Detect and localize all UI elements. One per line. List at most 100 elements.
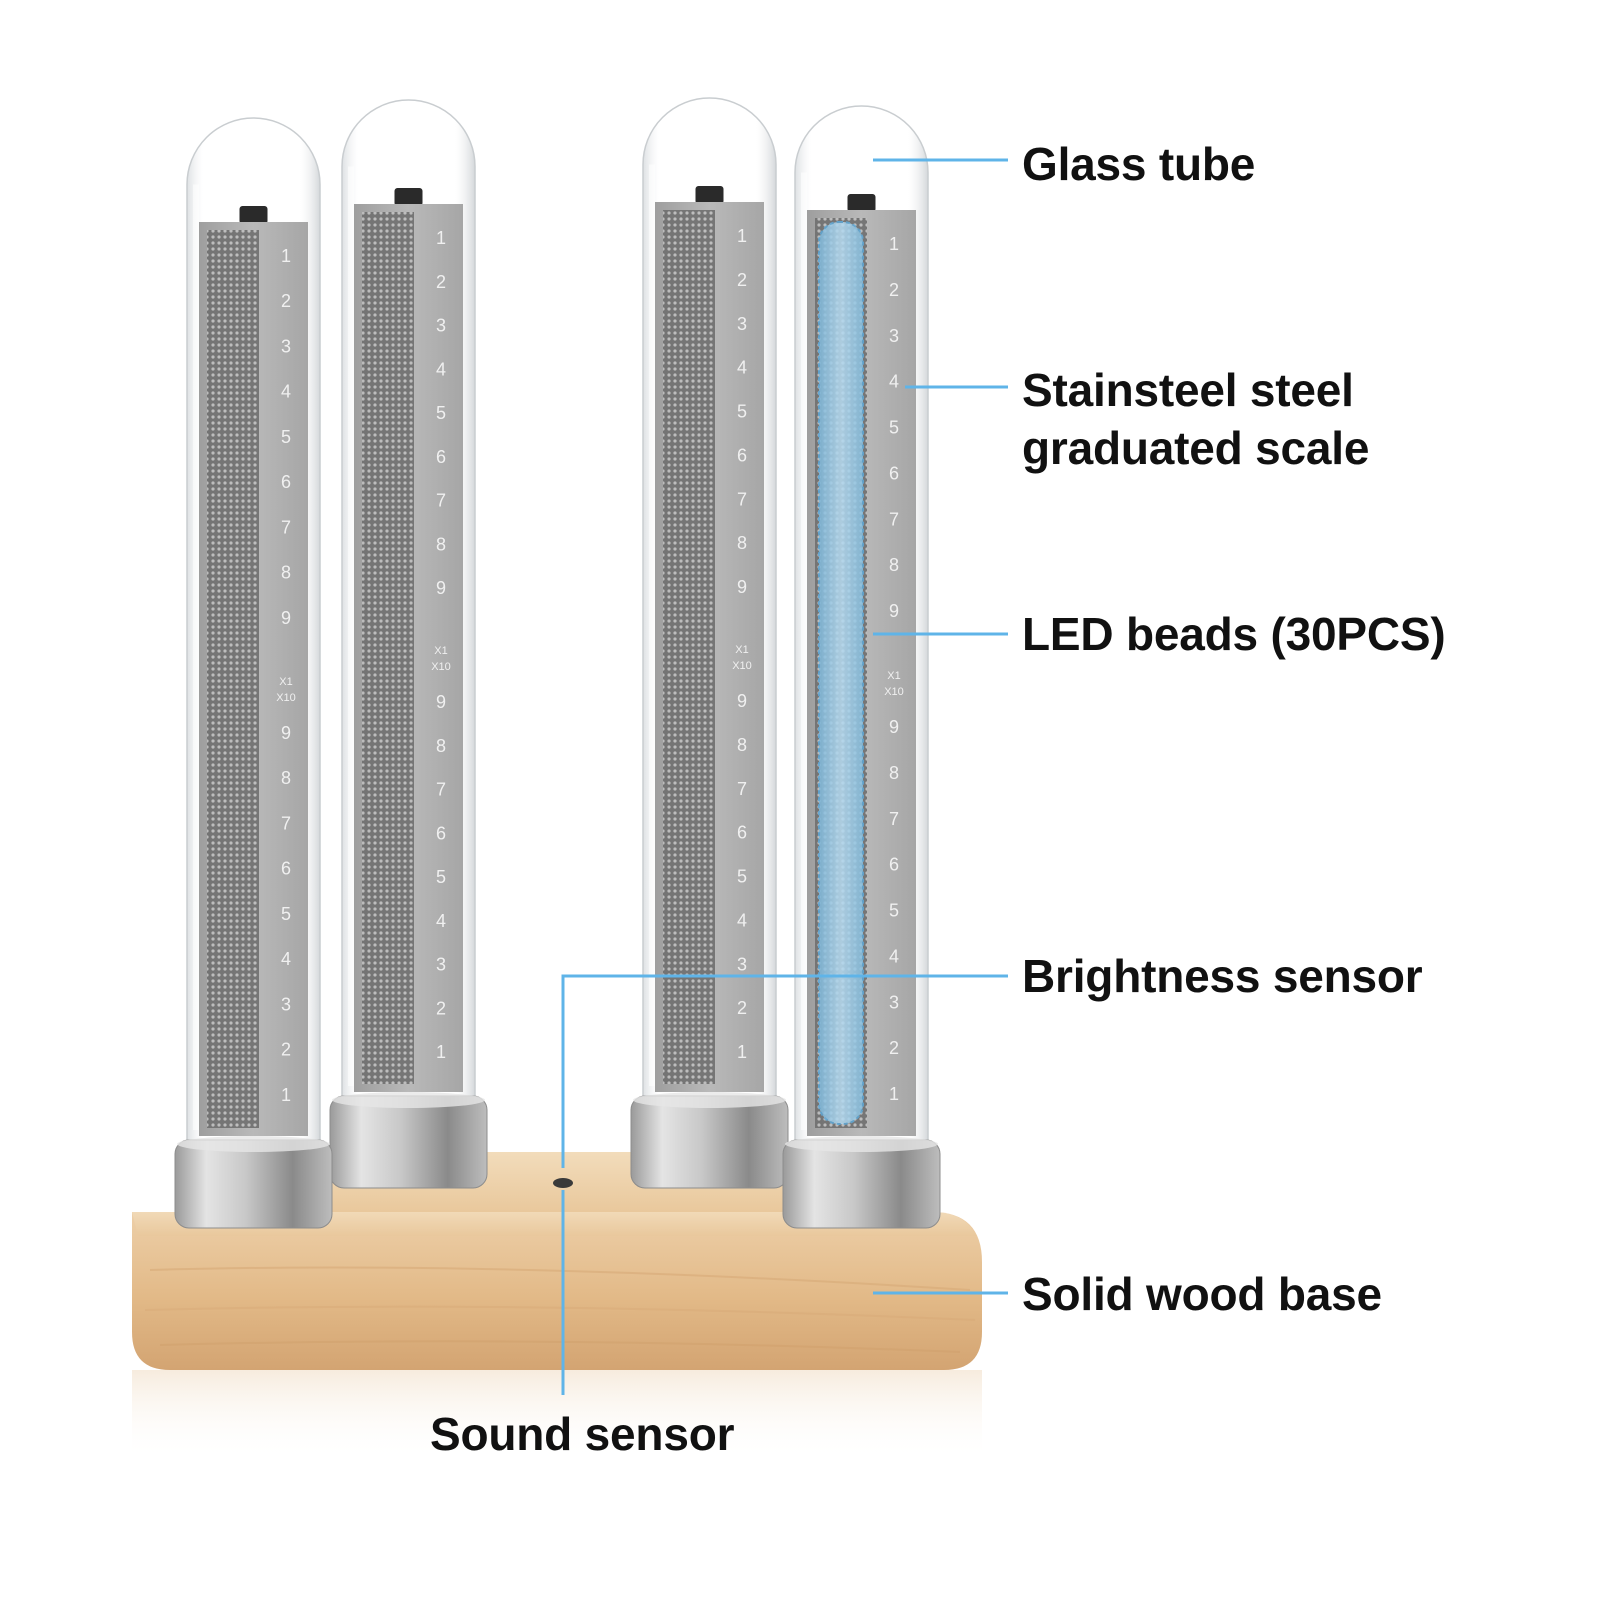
scale-number: 3 [281,994,291,1014]
scale-x10-label: X10 [884,686,904,698]
glass-highlight [193,184,199,1130]
scale-x10-label: X10 [431,661,451,673]
wood-base [132,1152,982,1460]
glass-highlight [348,166,354,1086]
scale-number: 1 [737,226,747,246]
led-mesh-strip [663,210,715,1084]
scale-number: 5 [436,867,446,887]
scale-number: 7 [889,809,899,829]
scale-x1-label: X1 [735,644,748,656]
scale-number: 7 [436,780,446,800]
scale-number: 5 [281,904,291,924]
scale-number: 8 [889,763,899,783]
scale-number: 3 [281,336,291,356]
scale-number: 9 [889,601,899,621]
scale-x10-label: X10 [276,692,296,704]
scale-number: 3 [889,992,899,1012]
scale-number: 9 [737,577,747,597]
led-beads-label: LED beads (30PCS) [1022,608,1446,660]
led-glow [818,221,864,1125]
scale-number: 6 [281,472,291,492]
scale-number: 4 [737,910,747,930]
glass-highlight [801,172,807,1130]
scale-number: 5 [889,418,899,438]
scale-number: 9 [436,692,446,712]
scale-number: 9 [281,608,291,628]
scale-number: 1 [281,1085,291,1105]
led-mesh-strip [362,212,414,1084]
scale-number: 1 [436,1042,446,1062]
tubes-group: 123456789X1X10987654321123456789X1X10987… [174,97,941,1229]
scale-number: 2 [737,998,747,1018]
scale-number: 7 [281,517,291,537]
scale-number: 9 [436,578,446,598]
scale-number: 8 [281,768,291,788]
scale-number: 7 [436,491,446,511]
scale-number: 6 [436,447,446,467]
scale-number: 7 [737,489,747,509]
graduated-scale-label-line2: graduated scale [1022,422,1370,474]
scale-number: 3 [889,326,899,346]
scale-number: 3 [737,314,747,334]
scale-number: 5 [737,402,747,422]
metal-ring-top [332,1092,485,1108]
scale-number: 6 [436,823,446,843]
metal-ring-top [633,1092,786,1108]
glass-tube-label: Glass tube [1022,138,1256,190]
metal-ring [782,1139,941,1229]
scale-number: 6 [281,859,291,879]
scale-number: 1 [436,228,446,248]
scale-number: 8 [436,534,446,554]
scale-number: 5 [436,403,446,423]
scale-number: 4 [436,359,446,379]
scale-number: 2 [436,272,446,292]
scale-number: 6 [889,463,899,483]
metal-ring-top [785,1136,938,1152]
sound-sensor-hole [553,1178,573,1188]
scale-number: 3 [737,954,747,974]
scale-number: 4 [737,358,747,378]
glass-highlight [649,164,655,1086]
scale-number: 4 [281,382,291,402]
scale-number: 4 [436,911,446,931]
scale-number: 8 [889,555,899,575]
metal-ring [630,1095,789,1189]
scale-number: 7 [281,813,291,833]
scale-number: 7 [889,509,899,529]
scale-number: 6 [737,445,747,465]
scale-number: 1 [889,1084,899,1104]
tube-top-cap [394,188,423,206]
callout-lines [561,158,1008,1395]
scale-number: 2 [737,270,747,290]
solid-wood-base-label: Solid wood base [1022,1268,1382,1320]
scale-number: 1 [737,1042,747,1062]
scale-number: 2 [436,998,446,1018]
scale-number: 9 [737,691,747,711]
scale-x1-label: X1 [279,676,292,688]
scale-number: 9 [281,723,291,743]
tube-top-cap [847,194,876,212]
scale-number: 3 [436,316,446,336]
scale-number: 4 [889,372,899,392]
scale-number: 8 [737,533,747,553]
scale-number: 2 [889,1038,899,1058]
scale-number: 2 [889,280,899,300]
scale-number: 2 [281,1040,291,1060]
led-mesh-strip [207,230,259,1128]
scale-number: 4 [281,949,291,969]
scale-number: 6 [889,855,899,875]
scale-number: 2 [281,291,291,311]
metal-ring [329,1095,488,1189]
metal-ring-top [177,1136,330,1152]
tube-top-cap [239,206,268,224]
scale-number: 5 [889,901,899,921]
metal-ring [174,1139,333,1229]
scale-number: 9 [889,717,899,737]
brightness-sensor-callout-line [561,974,1008,1168]
scale-number: 3 [436,955,446,975]
